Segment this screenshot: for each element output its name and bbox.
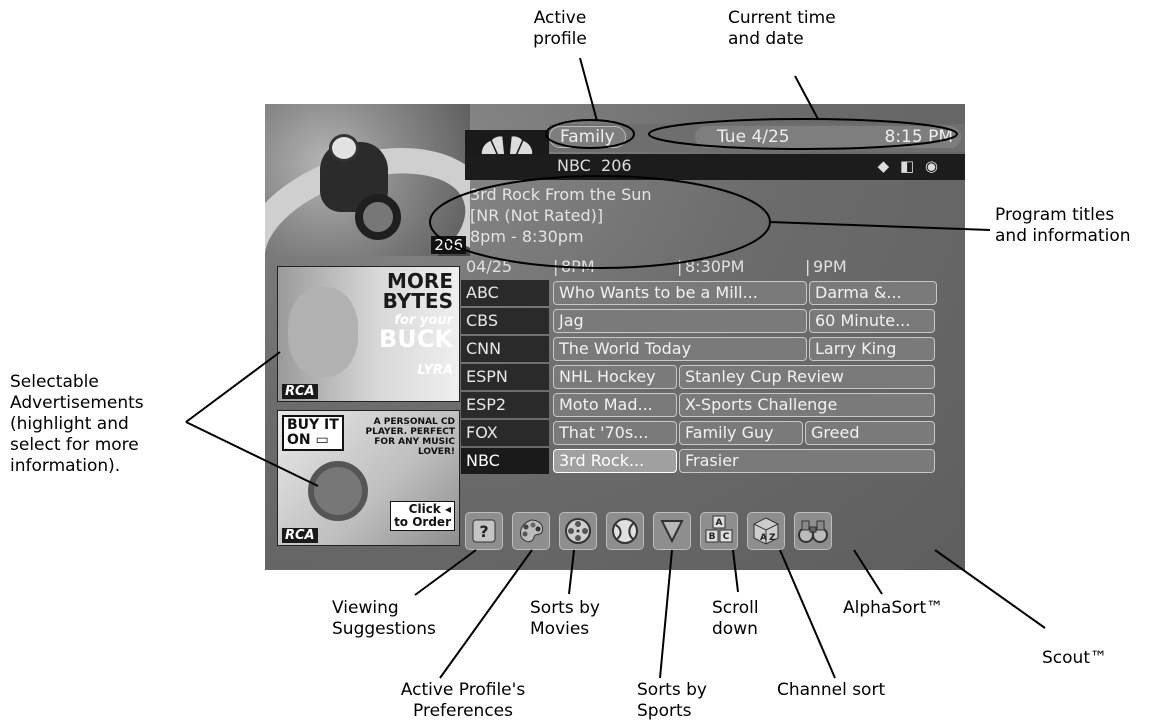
- callout-channel-sort: Channel sort: [777, 680, 886, 700]
- down-triangle-icon: [660, 520, 684, 544]
- palette-icon: [519, 519, 544, 543]
- program-cell[interactable]: Jag: [553, 309, 807, 333]
- cd-player-image: [308, 461, 368, 521]
- svg-text:A: A: [716, 518, 723, 528]
- current-date: Tue 4/25: [717, 127, 790, 147]
- ad-subline: for your: [394, 313, 453, 328]
- program-time: 8pm - 8:30pm: [470, 227, 584, 246]
- sports-ball-icon: [612, 518, 638, 544]
- scout-button[interactable]: [794, 512, 832, 550]
- guide-row-espn: ESPN NHL Hockey Stanley Cup Review: [461, 364, 965, 390]
- guide-row-cnn: CNN The World Today Larry King: [461, 336, 965, 362]
- viewing-suggestions-button[interactable]: ?: [465, 512, 503, 550]
- rca-logo: RCA: [282, 384, 318, 399]
- guide-row-cbs: CBS Jag 60 Minute...: [461, 308, 965, 334]
- channel-label[interactable]: CNN: [461, 336, 549, 362]
- program-cell[interactable]: Frasier: [679, 449, 935, 473]
- program-cell-selected[interactable]: 3rd Rock...: [553, 449, 677, 473]
- time-slot-2: 8:30PM: [685, 257, 745, 276]
- program-cell[interactable]: Who Wants to be a Mill...: [553, 281, 807, 305]
- audio-icons: ◆ ◧ ◉: [877, 157, 941, 175]
- ad-buck: BUCK: [379, 325, 453, 353]
- time-slot-1: 8PM: [561, 257, 595, 276]
- channel-label[interactable]: ESP2: [461, 392, 549, 418]
- callout-alphasort: AlphaSort™: [843, 598, 944, 618]
- program-cell[interactable]: Family Guy: [679, 421, 803, 445]
- binoculars-icon: [798, 520, 828, 543]
- time-slot-3: 9PM: [813, 257, 847, 276]
- profile-preferences-button[interactable]: [512, 512, 550, 550]
- guide-row-esp2: ESP2 Moto Mad... X-Sports Challenge: [461, 392, 965, 418]
- program-cell[interactable]: NHL Hockey: [553, 365, 677, 389]
- guide-time-header: 04/25 | 8PM | 8:30PM | 9PM: [461, 256, 965, 278]
- sort-by-sports-button[interactable]: [606, 512, 644, 550]
- time-divider: |: [677, 257, 683, 276]
- channel-label[interactable]: CBS: [461, 308, 549, 334]
- channel-label[interactable]: FOX: [461, 420, 549, 446]
- svg-text:C: C: [723, 532, 730, 542]
- svg-text:Z: Z: [769, 533, 776, 543]
- time-divider: |: [805, 257, 811, 276]
- program-cell[interactable]: Larry King: [809, 337, 935, 361]
- program-cell[interactable]: The World Today: [553, 337, 807, 361]
- ad-product: LYRA: [417, 363, 453, 378]
- svg-text:B: B: [709, 532, 716, 542]
- channel-bar: NBC 206 ◆ ◧ ◉: [465, 154, 965, 180]
- svg-text:A: A: [760, 533, 767, 543]
- ad-model-image: [288, 287, 358, 377]
- channel-name: NBC 206: [557, 156, 632, 175]
- help-icon: ?: [472, 519, 496, 543]
- program-title: 3rd Rock From the Sun: [470, 185, 652, 204]
- guide-row-abc: ABC Who Wants to be a Mill... Darma &...: [461, 280, 965, 306]
- program-rating: [NR (Not Rated)]: [470, 206, 604, 225]
- program-cell[interactable]: 60 Minute...: [809, 309, 935, 333]
- guide-row-nbc: NBC 3rd Rock... Frasier: [461, 448, 965, 474]
- program-info: 3rd Rock From the Sun [NR (Not Rated)] 8…: [470, 184, 652, 247]
- svg-text:?: ?: [479, 522, 488, 541]
- channel-label[interactable]: ESPN: [461, 364, 549, 390]
- program-cell[interactable]: Greed: [805, 421, 935, 445]
- sort-by-movies-button[interactable]: [559, 512, 597, 550]
- channel-label[interactable]: NBC: [461, 448, 549, 474]
- callout-scout: Scout™: [1042, 648, 1107, 668]
- guide-date: 04/25: [466, 257, 513, 276]
- program-cell[interactable]: That '70s...: [553, 421, 677, 445]
- wheel-image: [355, 194, 401, 240]
- rca-logo: RCA: [282, 528, 318, 543]
- film-reel-icon: [565, 518, 591, 544]
- picture-channel-number: 206: [431, 236, 466, 254]
- program-cell[interactable]: Darma &...: [809, 281, 937, 305]
- ad-click-to-order[interactable]: Click ◂to Order: [390, 501, 455, 531]
- program-cell[interactable]: Moto Mad...: [553, 393, 677, 417]
- guide-row-fox: FOX That '70s... Family Guy Greed: [461, 420, 965, 446]
- channel-label[interactable]: ABC: [461, 280, 549, 306]
- program-cell[interactable]: Stanley Cup Review: [679, 365, 935, 389]
- helmet-image: [329, 134, 359, 162]
- live-picture-window[interactable]: 206: [265, 104, 470, 256]
- active-profile-badge[interactable]: Family: [549, 126, 626, 148]
- program-cell[interactable]: X-Sports Challenge: [679, 393, 935, 417]
- scroll-down-button[interactable]: [653, 512, 691, 550]
- ad-pitch: A PERSONAL CD PLAYER. PERFECT FOR ANY MU…: [365, 417, 455, 457]
- tv-guide-screen: 206 Family Tue 4/25 8:15 PM NBC 206 ◆ ◧ …: [265, 104, 965, 570]
